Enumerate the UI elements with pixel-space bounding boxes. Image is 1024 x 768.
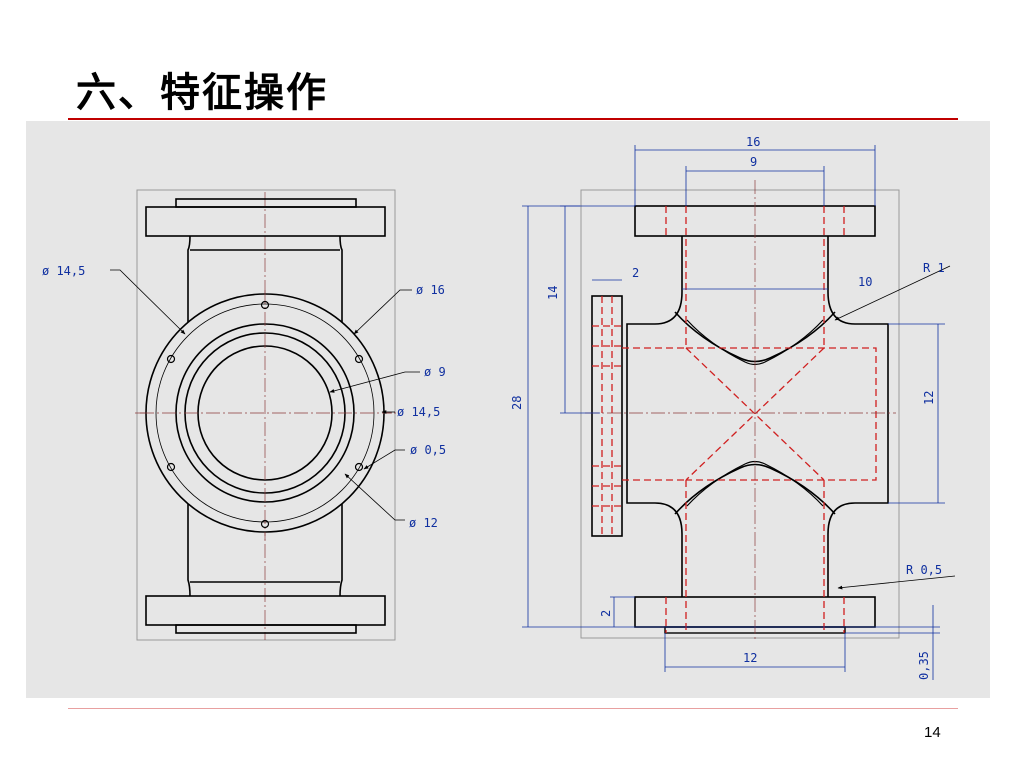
label-r1: R 1 [923, 261, 945, 275]
label-top-16: 16 [746, 135, 760, 149]
hidden-lines [592, 206, 877, 633]
footer-divider [68, 708, 958, 709]
bottom-flange [145, 595, 386, 626]
label-t-0-35: 0,35 [917, 651, 931, 680]
top-flange-step [175, 198, 357, 208]
bottom-flange-step [175, 624, 357, 634]
page-number: 14 [924, 724, 941, 741]
label-flange-2: 2 [632, 266, 639, 280]
side-leaders [834, 265, 956, 590]
pipe-lower [187, 490, 343, 597]
side-left-flange [591, 295, 623, 537]
side-body-outline [626, 236, 889, 597]
label-w-10: 10 [858, 275, 872, 289]
label-top-9: 9 [750, 155, 757, 169]
side-view-frame [580, 189, 900, 639]
bolt-hole [166, 462, 176, 472]
label-r0-5: R 0,5 [906, 563, 942, 577]
side-dimension-lines [522, 145, 945, 680]
slide-title: 六、特征操作 [76, 70, 328, 116]
label-d0-5: ø 0,5 [410, 443, 446, 457]
label-bottom-2: 2 [599, 610, 613, 617]
front-view: ø 14,5 ø 16 ø 9 ø 14,5 ø 0,5 ø 12 [42, 189, 446, 641]
pipe-upper [187, 235, 343, 335]
label-h-12: 12 [922, 391, 936, 405]
label-d16: ø 16 [416, 283, 445, 297]
label-d14-5-right: ø 14,5 [397, 405, 440, 419]
lower-saddle-outer [674, 463, 836, 515]
engineering-drawing: ø 14,5 ø 16 ø 9 ø 14,5 ø 0,5 ø 12 [42, 135, 956, 680]
bolt-hole [166, 354, 176, 364]
bolt-holes [166, 300, 364, 529]
bolt-hole [260, 300, 270, 310]
bolt-hole [354, 462, 364, 472]
title-divider [68, 118, 958, 120]
side-view: 16 9 2 10 R 1 R 0,5 12 14 28 12 2 0,35 [510, 135, 956, 680]
label-h-14: 14 [546, 286, 560, 300]
label-d12: ø 12 [409, 516, 438, 530]
label-d14-5-left: ø 14,5 [42, 264, 85, 278]
label-bottom-12: 12 [743, 651, 757, 665]
top-flange [145, 206, 386, 237]
bolt-hole [354, 354, 364, 364]
front-leaders [110, 269, 420, 521]
label-d9: ø 9 [424, 365, 446, 379]
label-h-28: 28 [510, 396, 524, 410]
bolt-hole [260, 519, 270, 529]
drawing-area: ø 14,5 ø 16 ø 9 ø 14,5 ø 0,5 ø 12 [26, 121, 990, 698]
front-view-frame [136, 189, 396, 641]
